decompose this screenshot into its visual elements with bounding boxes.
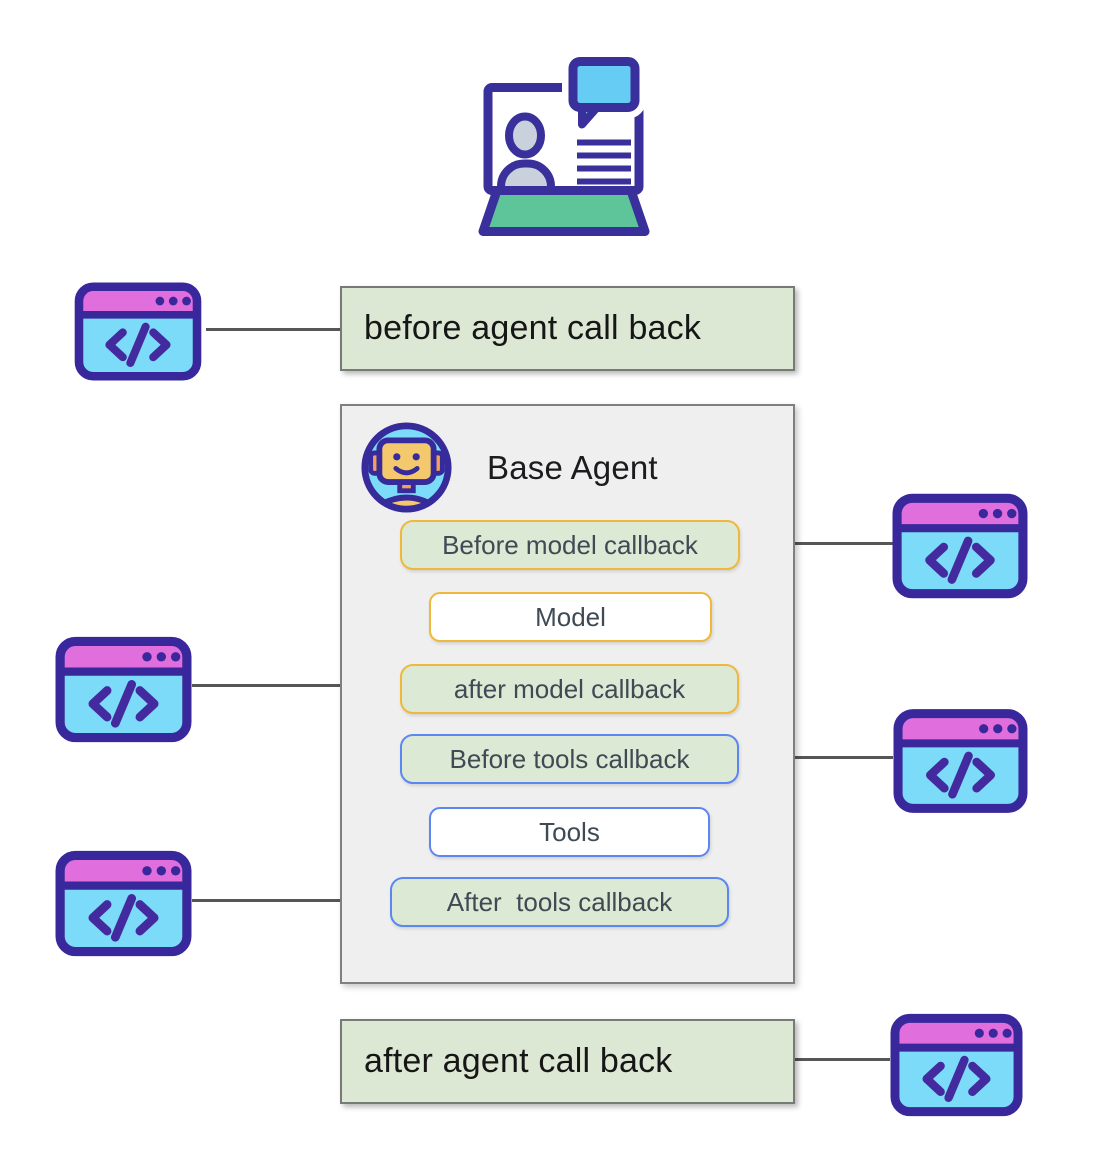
tools-pill: Tools [429,807,710,857]
video-call-laptop-icon [470,50,660,246]
after-tools-callback-pill: After tools callback [390,877,729,927]
robot-icon [361,422,452,513]
model-label: Model [535,601,606,632]
before-model-callback-label: Before model callback [442,529,698,560]
code-window-icon-after-model [55,636,192,743]
connector-line-before-tools [737,756,893,759]
connector-line-after-agent [795,1058,890,1061]
connector-line-before-model [737,542,893,545]
connector-line-after-model [192,684,398,687]
model-pill: Model [429,592,712,642]
base-agent-box: Base Agent Before model callback Model a… [340,404,795,984]
code-window-icon-before-tools [893,707,1028,815]
after-model-callback-pill: after model callback [400,664,739,714]
connector-line-after-tools [192,899,388,902]
base-agent-header: Base Agent [360,421,658,514]
before-agent-callback-box: before agent call back [340,286,795,371]
connector-line-before-agent [206,328,340,331]
code-window-icon-after-tools [55,850,192,957]
tools-label: Tools [539,816,600,847]
after-agent-callback-label: after agent call back [364,1042,673,1080]
before-tools-callback-label: Before tools callback [449,743,690,774]
code-window-icon-before-agent [70,282,206,381]
after-model-callback-label: after model callback [453,673,686,704]
after-tools-callback-label: After tools callback [446,886,673,917]
before-model-callback-pill: Before model callback [400,520,740,570]
after-agent-callback-box: after agent call back [340,1019,795,1104]
before-tools-callback-pill: Before tools callback [400,734,739,784]
code-window-icon-before-model [892,493,1028,599]
code-window-icon-after-agent [890,1012,1023,1118]
before-agent-callback-label: before agent call back [364,309,702,347]
base-agent-title: Base Agent [487,448,658,486]
